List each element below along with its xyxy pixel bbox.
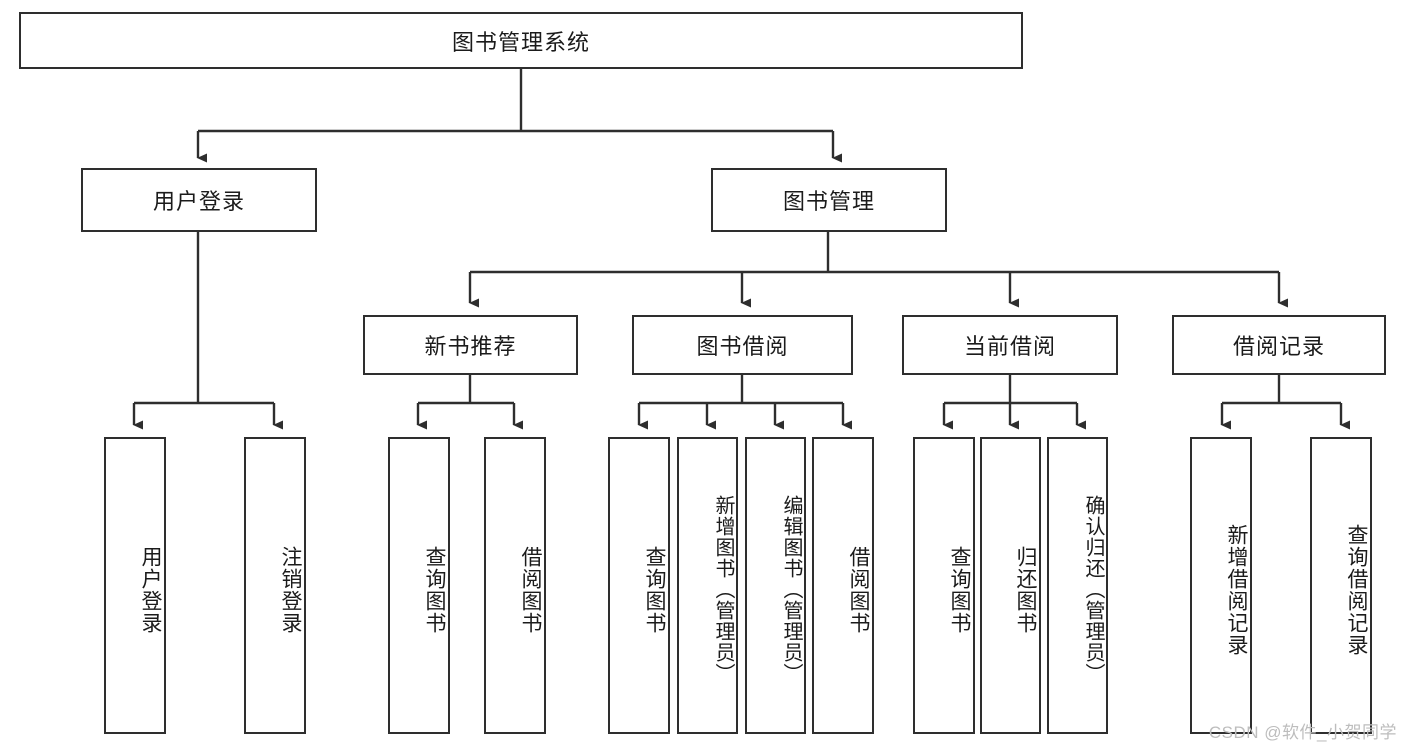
leaf-user-login-signin[interactable]: 用户登录	[104, 437, 166, 734]
leaf-book-borrow-borrow-book[interactable]: 借阅图书	[812, 437, 874, 734]
leaf-new-book-borrow-book[interactable]: 借阅图书	[484, 437, 546, 734]
node-book-borrowing[interactable]: 图书借阅	[632, 315, 853, 375]
leaf-book-borrow-edit-book-admin[interactable]: 编辑图书（管理员）	[745, 437, 806, 734]
leaf-current-borrow-return-book[interactable]: 归还图书	[980, 437, 1041, 734]
node-new-book-recommendation[interactable]: 新书推荐	[363, 315, 578, 375]
leaf-new-book-query-book[interactable]: 查询图书	[388, 437, 450, 734]
node-current-borrowing[interactable]: 当前借阅	[902, 315, 1118, 375]
leaf-record-query-borrow-record[interactable]: 查询借阅记录	[1310, 437, 1372, 734]
node-root-library-management-system[interactable]: 图书管理系统	[19, 12, 1023, 69]
leaf-book-borrow-query-book[interactable]: 查询图书	[608, 437, 670, 734]
leaf-record-add-borrow-record[interactable]: 新增借阅记录	[1190, 437, 1252, 734]
watermark-text: CSDN @软件_小贺同学	[1208, 723, 1397, 742]
node-book-management[interactable]: 图书管理	[711, 168, 947, 232]
leaf-user-login-signout[interactable]: 注销登录	[244, 437, 306, 734]
leaf-current-borrow-confirm-return-admin[interactable]: 确认归还（管理员）	[1047, 437, 1108, 734]
leaf-book-borrow-add-book-admin[interactable]: 新增图书（管理员）	[677, 437, 738, 734]
node-borrowing-record[interactable]: 借阅记录	[1172, 315, 1386, 375]
node-user-login[interactable]: 用户登录	[81, 168, 317, 232]
leaf-current-borrow-query-book[interactable]: 查询图书	[913, 437, 975, 734]
